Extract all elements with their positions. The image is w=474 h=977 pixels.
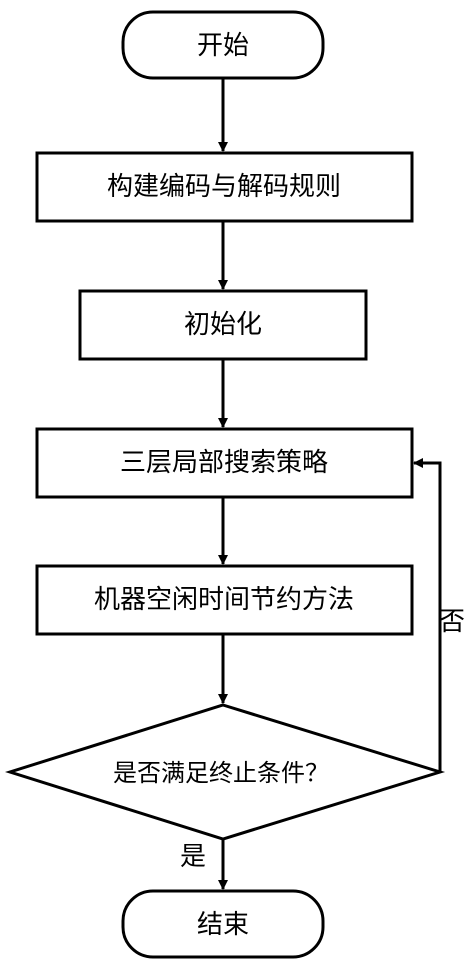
process-build-rules-label: 构建编码与解码规则	[107, 172, 341, 202]
yes-label: 是	[180, 842, 206, 872]
process-build-rules	[35, 151, 414, 223]
start-label: 开始	[197, 31, 249, 61]
process-initialize-label: 初始化	[184, 310, 262, 340]
arrow-decision-no-loop	[413, 458, 442, 772]
end-label: 结束	[197, 910, 249, 940]
end-terminal	[121, 889, 325, 959]
process-idle-time-saving-label: 机器空闲时间节约方法	[94, 585, 354, 615]
decision-termination-label: 是否满足终止条件？	[113, 759, 329, 787]
process-local-search	[35, 427, 414, 499]
no-label: 否	[439, 607, 465, 637]
process-local-search-label: 三层局部搜索策略	[120, 448, 328, 478]
